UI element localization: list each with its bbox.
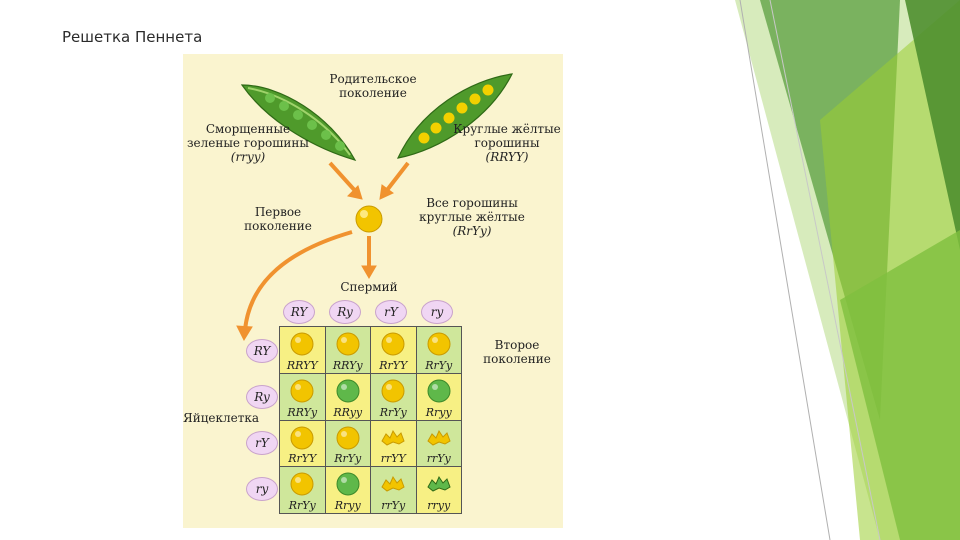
cell-genotype: RrYy bbox=[425, 358, 453, 372]
punnett-cell: rrYY bbox=[371, 420, 416, 467]
round-yellow-pea-icon bbox=[381, 332, 405, 356]
sperm-label: Спермий bbox=[340, 280, 398, 294]
parent-right-label: Круглые жёлтые горошины (RRYY) bbox=[453, 122, 561, 164]
round-yellow-pea-icon bbox=[290, 332, 314, 356]
cell-genotype: rrYY bbox=[380, 452, 406, 466]
round-yellow-pea-icon bbox=[290, 426, 314, 449]
egg-gamete: rY bbox=[246, 431, 278, 455]
cell-genotype: rrYy bbox=[426, 452, 451, 466]
f1-description: Все горошины круглые жёлтые (RrYy) bbox=[419, 196, 525, 238]
egg-gamete: ry bbox=[246, 477, 278, 501]
cell-genotype: RRyy bbox=[333, 405, 363, 419]
sperm-gamete: ry bbox=[421, 300, 453, 324]
round-yellow-pea-icon bbox=[336, 332, 360, 356]
wrinkled-yellow-pea-icon bbox=[381, 476, 405, 492]
f1-pea-icon bbox=[355, 205, 383, 233]
punnett-cell: Rryy bbox=[416, 373, 461, 420]
round-green-pea-icon bbox=[427, 379, 451, 403]
wrinkled-green-pea-icon bbox=[427, 476, 451, 492]
punnett-cell: RRyy bbox=[325, 373, 370, 420]
punnett-cell: rrYy bbox=[371, 467, 416, 513]
punnett-cell: Rryy bbox=[325, 467, 370, 513]
punnett-cell: rrYy bbox=[416, 420, 461, 467]
cell-genotype: RrYy bbox=[334, 452, 362, 466]
round-green-pea-icon bbox=[336, 379, 360, 403]
egg-gamete: RY bbox=[246, 339, 278, 363]
punnett-cell: RRYY bbox=[280, 327, 325, 373]
round-yellow-pea-icon bbox=[290, 379, 314, 403]
round-yellow-pea-icon bbox=[336, 426, 360, 449]
slide-title: Решетка Пеннета bbox=[62, 28, 203, 46]
cell-genotype: rrYy bbox=[381, 499, 406, 512]
parent-left-label: Сморщенные зеленые горошины (rryy) bbox=[187, 122, 309, 164]
cell-genotype: RRYy bbox=[287, 405, 318, 419]
cell-genotype: RrYy bbox=[288, 499, 316, 512]
yellow-pod-icon bbox=[396, 73, 514, 159]
green-pod-icon bbox=[240, 84, 357, 161]
wrinkled-yellow-pea-icon bbox=[381, 429, 405, 446]
punnett-cell: rryy bbox=[416, 467, 461, 513]
egg-label: Яйцеклетка bbox=[183, 411, 260, 425]
egg-gamete: Ry bbox=[246, 385, 278, 409]
sperm-gamete: Ry bbox=[329, 300, 361, 324]
punnett-cell: RRYy bbox=[325, 327, 370, 373]
cell-genotype: RrYY bbox=[288, 452, 317, 466]
cell-genotype: Rryy bbox=[334, 499, 361, 512]
punnett-cell: RrYy bbox=[371, 373, 416, 420]
round-yellow-pea-icon bbox=[427, 332, 451, 356]
cell-genotype: RrYy bbox=[379, 405, 407, 419]
sperm-gamete: RY bbox=[283, 300, 315, 324]
cell-genotype: RrYY bbox=[379, 358, 408, 372]
punnett-cell: RrYy bbox=[280, 467, 325, 513]
round-yellow-pea-icon bbox=[381, 379, 405, 403]
cell-genotype: RRYY bbox=[286, 358, 318, 372]
cell-genotype: rryy bbox=[427, 499, 451, 512]
round-green-pea-icon bbox=[336, 472, 360, 496]
punnett-cell: RrYy bbox=[325, 420, 370, 467]
cell-genotype: Rryy bbox=[425, 405, 452, 419]
punnett-cell: RrYY bbox=[280, 420, 325, 467]
wrinkled-yellow-pea-icon bbox=[427, 429, 451, 446]
sperm-gamete: rY bbox=[375, 300, 407, 324]
round-yellow-pea-icon bbox=[290, 472, 314, 496]
arrow-icon bbox=[236, 161, 410, 342]
punnett-cell: RrYY bbox=[371, 327, 416, 373]
punnett-cell: RRYy bbox=[280, 373, 325, 420]
cell-genotype: RRYy bbox=[332, 358, 363, 372]
punnett-cell: RrYy bbox=[416, 327, 461, 373]
